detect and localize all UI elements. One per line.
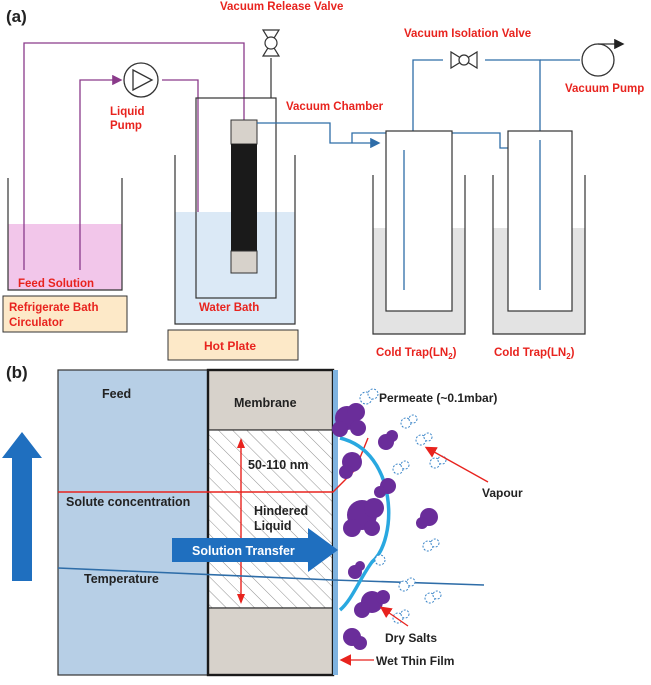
annotation-arrows [339, 446, 489, 666]
permeate-label: Permeate (~0.1mbar) [379, 391, 497, 405]
hindered-label-line2: Liquid [254, 519, 292, 533]
feed-solution-label: Feed Solution [18, 278, 94, 290]
feed-region [57, 369, 209, 676]
vacuum-isolation-valve-label: Vacuum Isolation Valve [404, 28, 531, 40]
cold-trap-1-label: Cold Trap(LN2) [376, 347, 457, 361]
panel-a: (a) Feed Solution Refrigerate Bath Circu… [2, 1, 644, 361]
liquid-pump-icon [123, 62, 159, 98]
temperature-line [57, 567, 485, 586]
vacuum-isolation-valve-icon [450, 50, 478, 70]
water-bath-label: Water Bath [199, 302, 259, 314]
membrane-module [230, 119, 258, 274]
cold-trap-2-label: Cold Trap(LN2) [494, 347, 575, 361]
hindered-label-line1: Hindered [254, 504, 308, 518]
solution-transfer-arrow [172, 528, 338, 572]
cold-trap-2 [492, 130, 586, 335]
dry-salt-clusters [332, 403, 438, 650]
temperature-label: Temperature [84, 572, 159, 586]
panel-a-tag: (a) [6, 7, 27, 26]
panel-b-tag: (b) [6, 363, 28, 382]
liquid-pump-label-line2: Pump [110, 120, 142, 132]
membrane [206, 368, 338, 677]
refrigerate-label-line1: Refrigerate Bath [9, 302, 98, 314]
liquid-pump-label-line1: Liquid [110, 106, 145, 118]
solute-concentration-line [58, 437, 369, 493]
dry-salts-label: Dry Salts [385, 631, 437, 645]
meniscus-curve [338, 436, 391, 612]
feed-tank [7, 178, 123, 291]
panel-b: (b) Feed Membrane 50-110 nm Hindered Liq… [2, 363, 523, 677]
membrane-bottom [207, 607, 334, 676]
vacuum-pump-icon [581, 38, 625, 77]
pore-size-label: 50-110 nm [248, 458, 308, 472]
vapour-bubbles [359, 388, 447, 624]
membrane-surface [333, 370, 338, 675]
up-arrow-icon [2, 432, 42, 581]
vapour-label: Vapour [482, 486, 523, 500]
vacuum-chamber [195, 97, 277, 299]
vacuum-release-valve-label: Vacuum Release Valve [220, 1, 343, 13]
feed-solution-liquid [8, 224, 122, 290]
feed-label: Feed [102, 387, 131, 401]
vacuum-pump-label: Vacuum Pump [565, 83, 644, 95]
hot-plate-box: Hot Plate [167, 329, 299, 361]
cold-trap-1 [372, 130, 466, 335]
solute-concentration-label: Solute concentration [66, 495, 190, 509]
solution-transfer-label: Solution Transfer [192, 544, 295, 558]
hot-plate-label: Hot Plate [204, 339, 256, 353]
wet-thin-film-label: Wet Thin Film [376, 654, 454, 668]
vacuum-release-valve-icon [261, 29, 281, 98]
refrigerate-label-box: Refrigerate Bath Circulator [2, 295, 128, 333]
refrigerate-label-line2: Circulator [9, 317, 64, 329]
pore-size-arrow [237, 438, 245, 604]
vacuum-chamber-label: Vacuum Chamber [286, 101, 384, 113]
membrane-label: Membrane [234, 396, 297, 410]
